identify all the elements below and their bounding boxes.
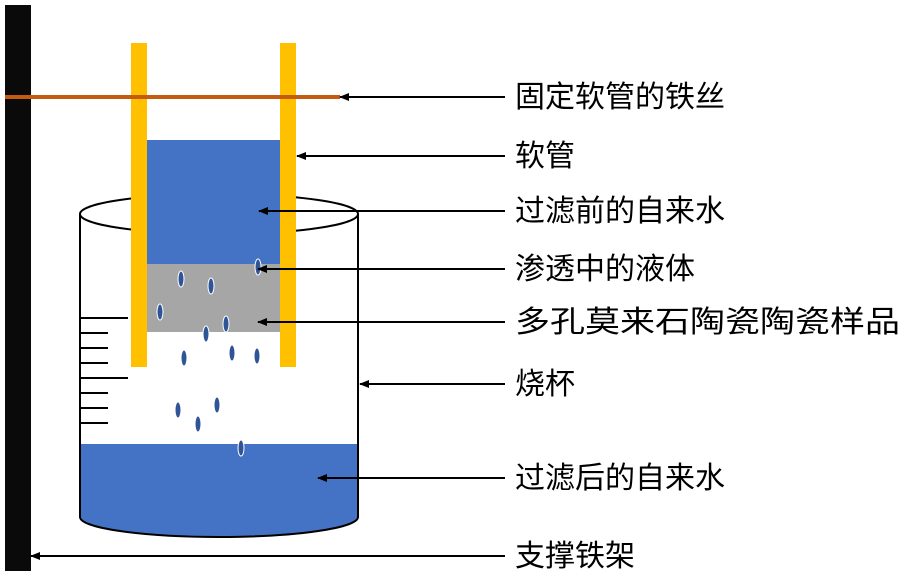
droplet — [237, 439, 245, 457]
droplet — [254, 258, 262, 276]
label-seeping-liquid: 渗透中的液体 — [515, 252, 695, 287]
labels: 固定软管的铁丝 软管 过滤前的自来水 渗透中的液体 多孔莫来石陶瓷陶瓷样品 烧杯… — [515, 80, 900, 574]
droplet — [156, 303, 164, 321]
iron-stand-pole — [5, 5, 31, 571]
droplet — [253, 347, 261, 365]
label-beaker: 烧杯 — [515, 367, 575, 402]
droplet — [177, 270, 185, 288]
unfiltered-water — [147, 140, 280, 264]
droplet — [180, 349, 188, 367]
hose-right-wall — [280, 43, 296, 367]
beaker-scale-marks — [80, 317, 128, 424]
droplet — [174, 401, 182, 419]
droplet — [228, 344, 236, 362]
label-stand: 支撑铁架 — [515, 539, 635, 574]
droplet — [213, 396, 221, 414]
droplet — [207, 277, 215, 295]
callout-arrows — [30, 93, 505, 560]
droplet — [202, 325, 210, 343]
droplet — [194, 415, 202, 433]
droplet — [222, 315, 230, 333]
hose-left-wall — [131, 43, 147, 367]
label-ceramic-sample: 多孔莫来石陶瓷陶瓷样品 — [515, 305, 900, 340]
label-water-before: 过滤前的自来水 — [515, 194, 725, 229]
filtered-water — [80, 444, 358, 537]
label-water-after: 过滤后的自来水 — [515, 461, 725, 496]
label-tube: 软管 — [515, 139, 575, 174]
label-wire: 固定软管的铁丝 — [515, 80, 725, 115]
droplets — [156, 258, 262, 457]
